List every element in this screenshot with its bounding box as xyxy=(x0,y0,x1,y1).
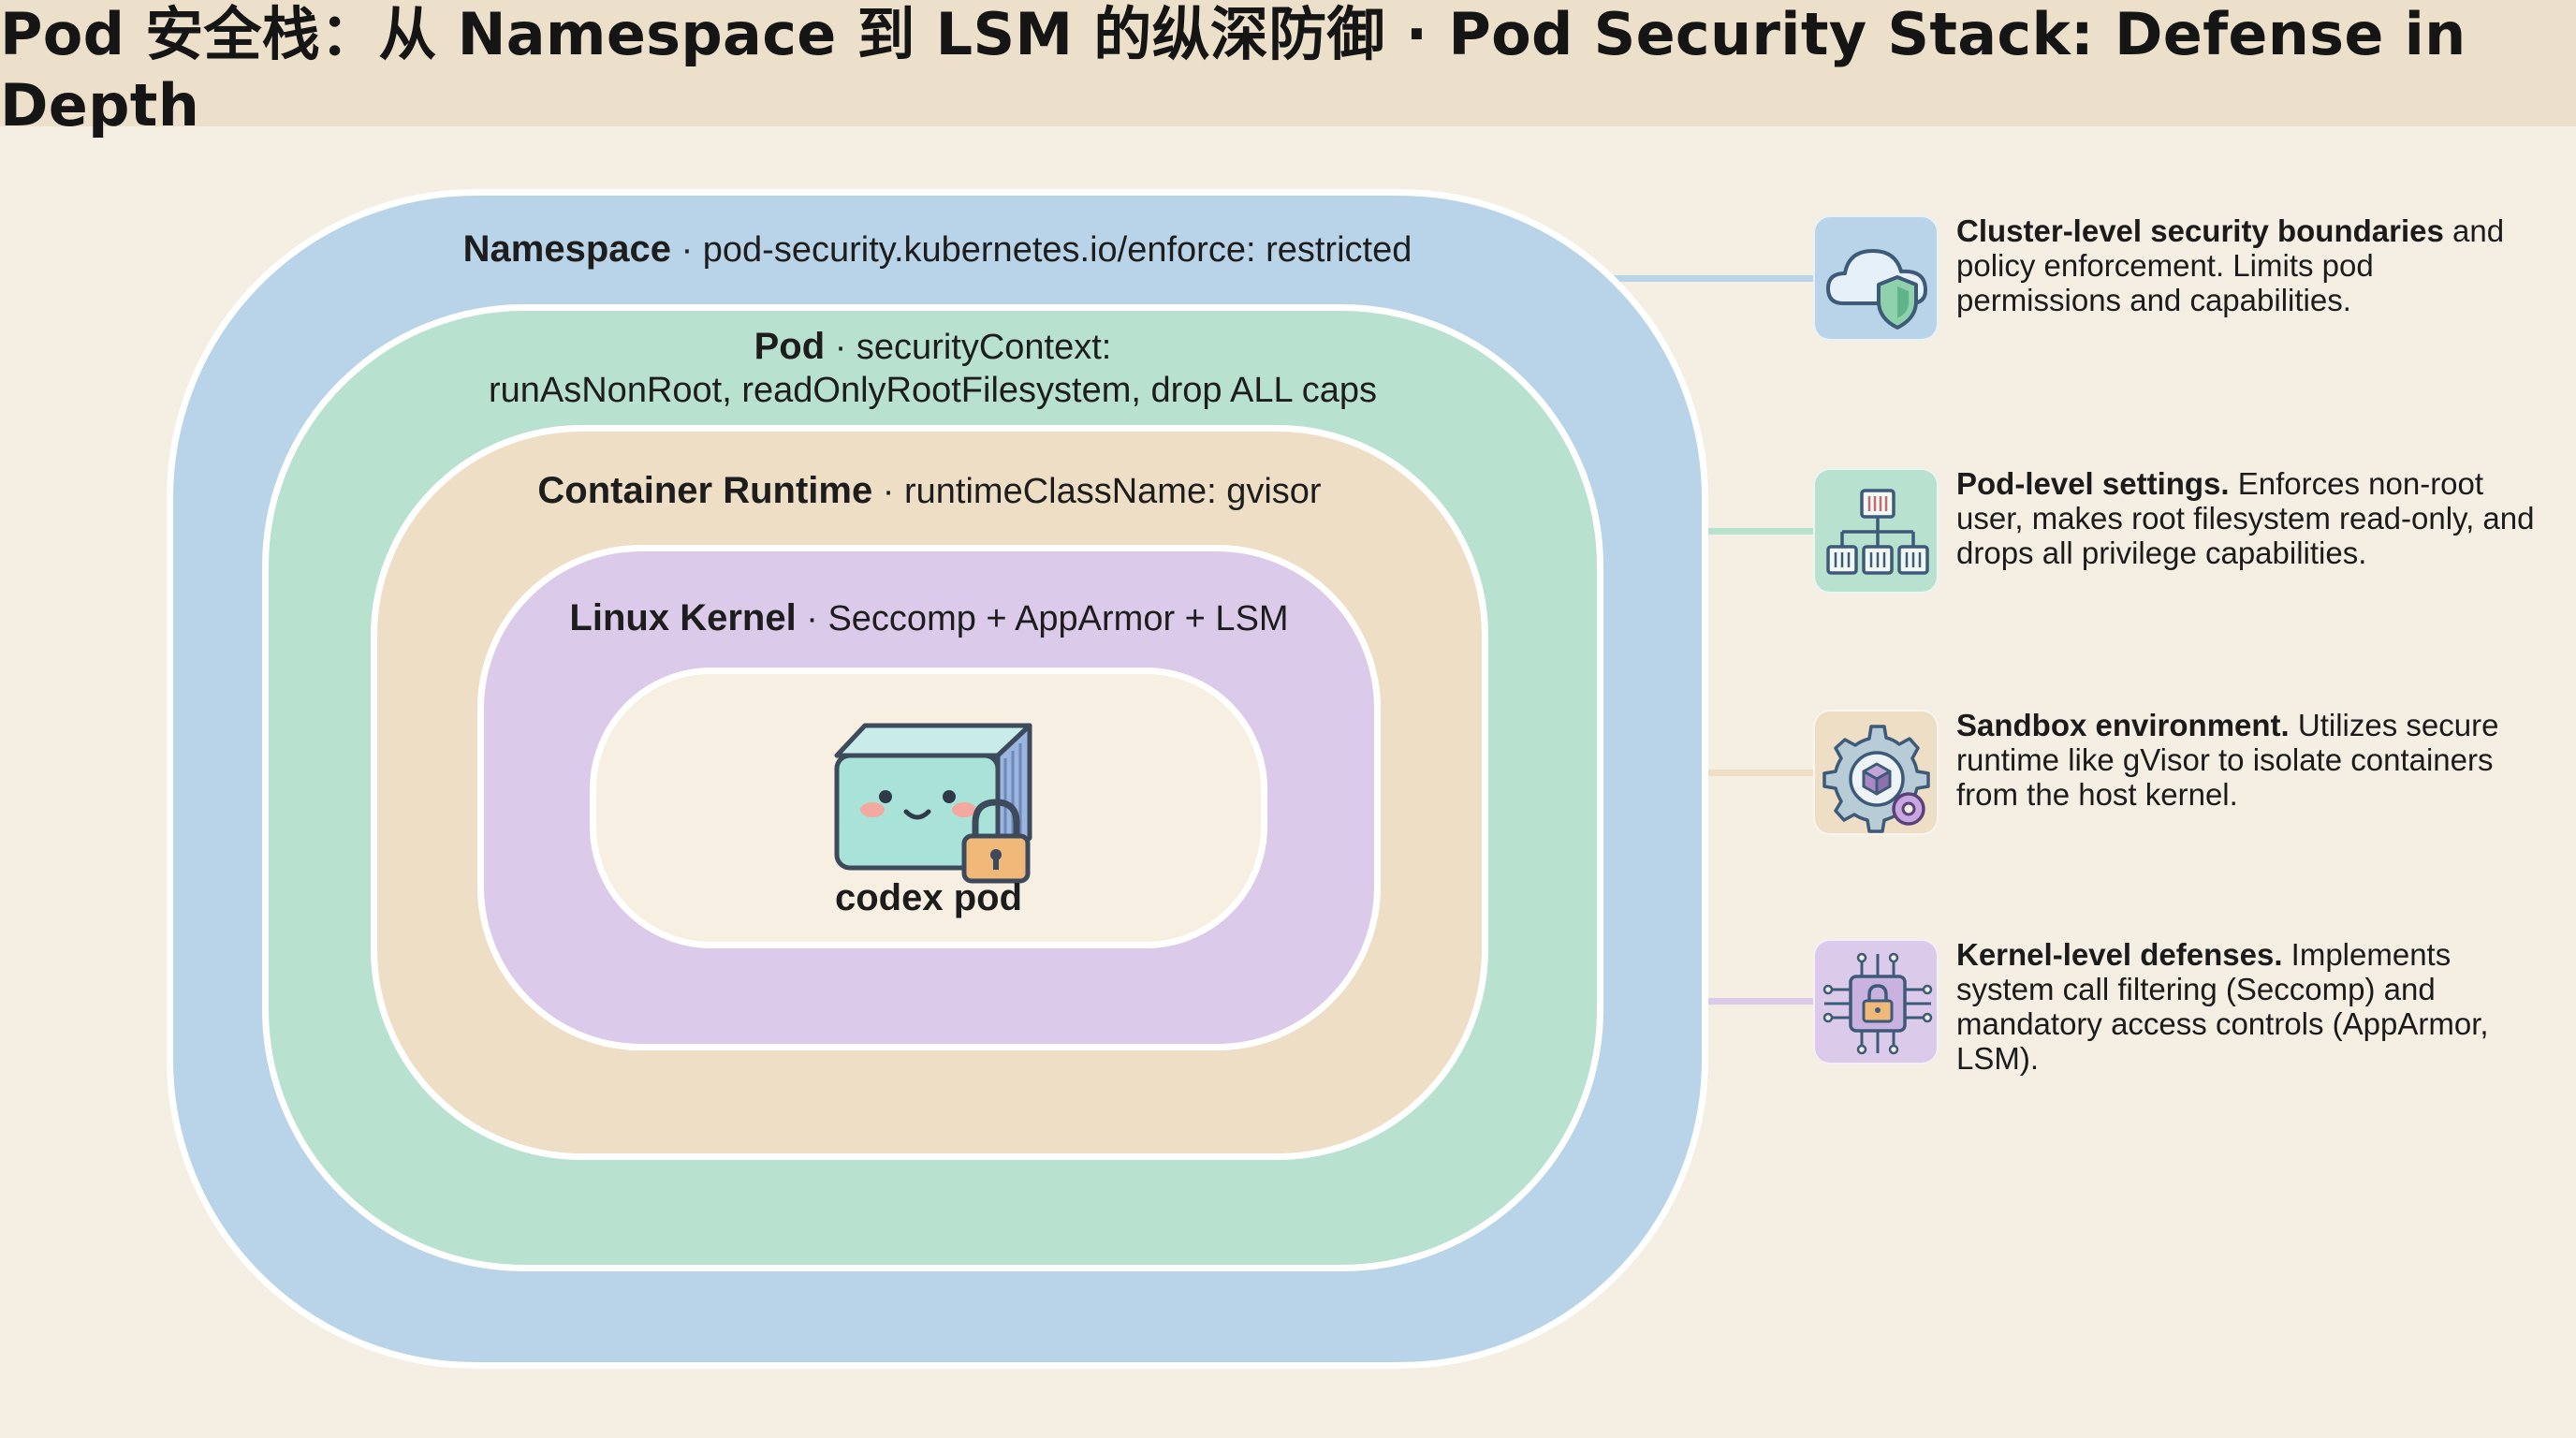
title-bar: Pod 安全栈：从 Namespace 到 LSM 的纵深防御 · Pod Se… xyxy=(0,0,2576,139)
description-runtime-rest: Utilizes secure runtime like gVisor to i… xyxy=(1956,708,2499,812)
connector-namespace xyxy=(1582,275,1816,282)
description-pod-rest: Enforces non-root user, makes root files… xyxy=(1956,466,2535,570)
container-lock-icon xyxy=(824,707,1048,885)
pod-core-label: codex pod xyxy=(834,877,1023,918)
description-pod-text: Pod-level settings. Enforces non-root us… xyxy=(1956,466,2537,570)
chip-lock-icon xyxy=(1813,939,1939,1064)
runtime-label: Container Runtime · runtimeClassName: gv… xyxy=(371,469,1488,513)
pod-hierarchy-icon xyxy=(1813,468,1939,594)
namespace-detail: · pod-security.kubernetes.io/enforce: re… xyxy=(671,230,1412,270)
kernel-name: Linux Kernel xyxy=(569,597,797,638)
runtime-name: Container Runtime xyxy=(537,470,873,511)
pod-detail: · securityContext: xyxy=(825,328,1112,367)
gear-sandbox-icon xyxy=(1813,710,1939,835)
description-namespace-text: Cluster-level security boundaries and po… xyxy=(1956,213,2537,317)
pod-name-label: Pod xyxy=(754,326,826,367)
pod-label: Pod · securityContext: runAsNonRoot, rea… xyxy=(262,325,1603,412)
description-pod-bold: Pod-level settings. xyxy=(1956,466,2230,501)
description-runtime-text: Sandbox environment. Utilizes secure run… xyxy=(1956,708,2537,812)
namespace-name: Namespace xyxy=(462,228,672,270)
kernel-label: Linux Kernel · Seccomp + AppArmor + LSM xyxy=(477,596,1381,640)
description-namespace-bold: Cluster-level security boundaries xyxy=(1956,213,2444,248)
pod-detail-line2: runAsNonRoot, readOnlyRootFilesystem, dr… xyxy=(488,371,1378,410)
namespace-label: Namespace · pod-security.kubernetes.io/e… xyxy=(167,227,1708,271)
page-title: Pod 安全栈：从 Namespace 到 LSM 的纵深防御 · Pod Se… xyxy=(0,0,2466,139)
description-namespace-rest: and policy enforcement. Limits pod permi… xyxy=(1956,213,2505,317)
description-kernel-text: Kernel-level defenses. Implements system… xyxy=(1956,937,2537,1076)
kernel-detail: · Seccomp + AppArmor + LSM xyxy=(796,599,1289,638)
cloud-shield-icon xyxy=(1813,215,1939,341)
description-kernel-bold: Kernel-level defenses. xyxy=(1956,937,2283,972)
description-runtime-bold: Sandbox environment. xyxy=(1956,708,2290,742)
runtime-detail: · runtimeClassName: gvisor xyxy=(872,472,1322,511)
description-kernel-rest: Implements system call filtering (Seccom… xyxy=(1956,937,2489,1076)
